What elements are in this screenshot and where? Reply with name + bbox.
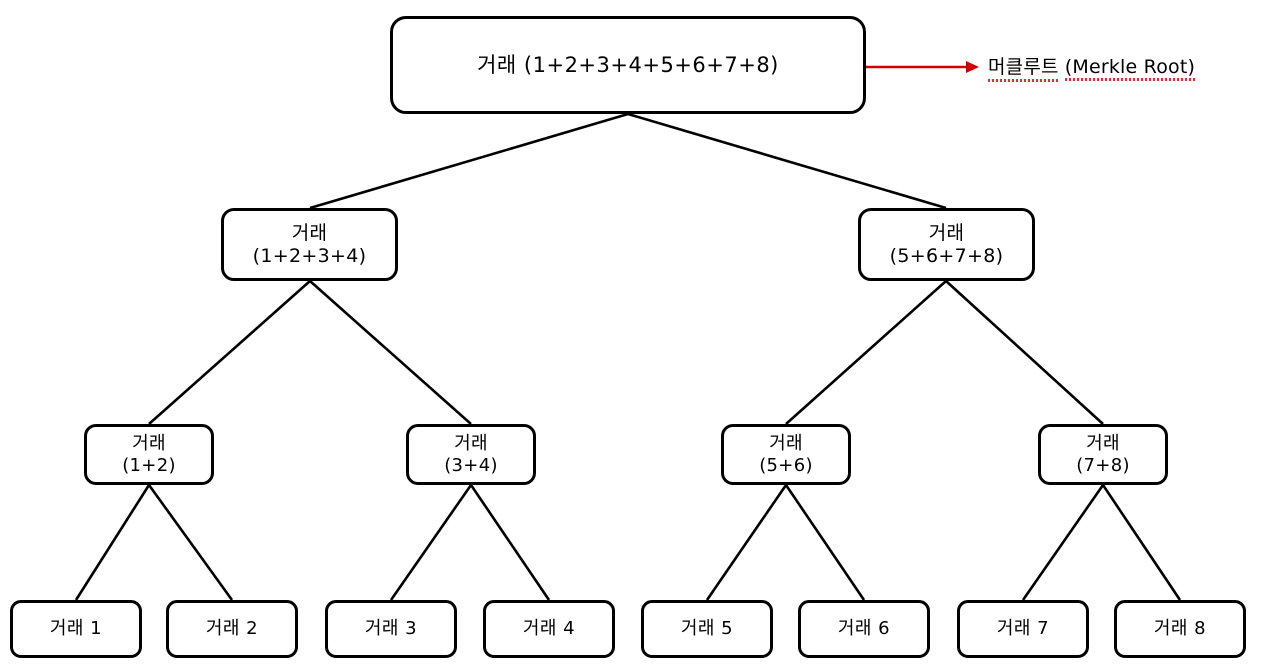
node-1234[interactable]: 거래 (1+2+3+4) xyxy=(221,208,398,281)
edge-5678-to-56 xyxy=(785,280,947,425)
node-5678-label-line2: (5+6+7+8) xyxy=(889,244,1004,267)
node-34-label-line1: 거래 xyxy=(454,433,488,455)
merkle-root-arrow xyxy=(866,61,979,73)
edge-1234-to-34 xyxy=(309,280,472,425)
node-12[interactable]: 거래 (1+2) xyxy=(84,424,214,485)
leaf-2[interactable]: 거래 2 xyxy=(166,600,298,658)
node-1234-label-line1: 거래 xyxy=(291,222,328,245)
node-56-label-line2: (5+6) xyxy=(759,454,813,476)
leaf-6-label: 거래 6 xyxy=(837,618,891,640)
leaf-1[interactable]: 거래 1 xyxy=(10,600,142,658)
leaf-1-label: 거래 1 xyxy=(49,618,103,640)
leaf-5-label: 거래 5 xyxy=(680,618,734,640)
leaf-6[interactable]: 거래 6 xyxy=(798,600,930,658)
arrow-head-icon xyxy=(966,61,979,73)
edge-root-to-5678 xyxy=(627,112,947,210)
node-56-label-line1: 거래 xyxy=(769,433,803,455)
edge-34-to-leaf3 xyxy=(389,484,473,601)
leaf-5[interactable]: 거래 5 xyxy=(641,600,773,658)
edge-56-to-leaf6 xyxy=(784,484,866,601)
edge-5678-to-78 xyxy=(945,280,1104,425)
edge-34-to-leaf4 xyxy=(469,484,551,601)
edge-root-to-1234 xyxy=(309,112,629,210)
node-1234-label-line2: (1+2+3+4) xyxy=(252,244,367,267)
node-78-label-line2: (7+8) xyxy=(1076,454,1130,476)
node-5678-label-line1: 거래 xyxy=(928,222,965,245)
edge-56-to-leaf5 xyxy=(705,484,788,601)
node-34-label-line2: (3+4) xyxy=(444,454,498,476)
edge-78-to-leaf8 xyxy=(1101,484,1182,601)
edge-78-to-leaf7 xyxy=(1021,484,1105,601)
leaf-8[interactable]: 거래 8 xyxy=(1114,600,1246,658)
leaf-3-label: 거래 3 xyxy=(364,618,418,640)
merkle-root-label-korean: 머클루트 xyxy=(988,52,1059,82)
root-node[interactable]: 거래 (1+2+3+4+5+6+7+8) xyxy=(390,16,866,114)
merkle-root-label-english: (Merkle Root) xyxy=(1064,56,1196,81)
leaf-4-label: 거래 4 xyxy=(522,618,576,640)
node-12-label-line2: (1+2) xyxy=(122,454,176,476)
leaf-3[interactable]: 거래 3 xyxy=(325,600,457,658)
node-56[interactable]: 거래 (5+6) xyxy=(721,424,851,485)
edge-12-to-leaf1 xyxy=(74,484,151,601)
leaf-4[interactable]: 거래 4 xyxy=(483,600,615,658)
edge-12-to-leaf2 xyxy=(147,484,234,601)
edge-1234-to-12 xyxy=(148,280,311,425)
node-78-label-line1: 거래 xyxy=(1086,433,1120,455)
leaf-7[interactable]: 거래 7 xyxy=(957,600,1089,658)
node-12-label-line1: 거래 xyxy=(132,433,166,455)
node-34[interactable]: 거래 (3+4) xyxy=(406,424,536,485)
root-node-label: 거래 (1+2+3+4+5+6+7+8) xyxy=(477,52,779,77)
leaf-2-label: 거래 2 xyxy=(205,618,259,640)
leaf-7-label: 거래 7 xyxy=(996,618,1050,640)
leaf-8-label: 거래 8 xyxy=(1153,618,1207,640)
merkle-root-label: 머클루트(Merkle Root) xyxy=(988,52,1196,82)
node-78[interactable]: 거래 (7+8) xyxy=(1038,424,1168,485)
node-5678[interactable]: 거래 (5+6+7+8) xyxy=(858,208,1035,281)
